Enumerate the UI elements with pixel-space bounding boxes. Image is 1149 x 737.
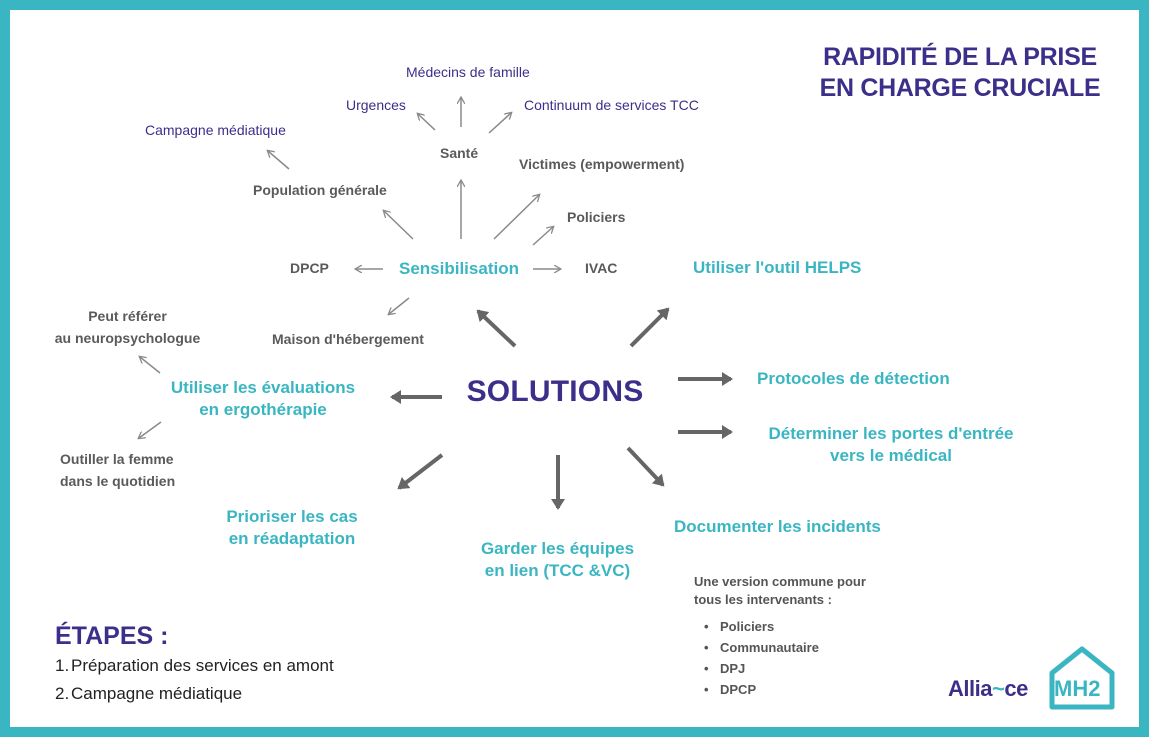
target-sante: Santé xyxy=(440,145,479,161)
arrow-to-documenter xyxy=(626,446,665,487)
arrow-to-victimes xyxy=(493,195,539,240)
arrow-to-sensibilisation xyxy=(476,309,517,348)
arrow-to-population xyxy=(384,211,414,240)
step-label: Préparation des services en amont xyxy=(71,656,334,675)
solution-garder-line2: en lien (TCC &VC) xyxy=(484,561,631,581)
solution-protocoles: Protocoles de détection xyxy=(757,369,950,388)
arrow-to-prioriser xyxy=(397,453,444,490)
solution-prioriser: Prioriser les cas en réadaptation xyxy=(212,507,372,550)
solution-documenter: Documenter les incidents xyxy=(674,517,881,536)
arrow-to-policiers xyxy=(532,227,553,246)
common-version-list: Policiers Communautaire DPJ DPCP xyxy=(704,616,819,700)
solution-portes-line1: Déterminer les portes d'entrée xyxy=(768,424,1014,443)
target-referer-line2: au neuropsychologue xyxy=(54,329,201,346)
target-referer: Peut référer au neuropsychologue xyxy=(45,306,210,349)
headline-line2: EN CHARGE CRUCIALE xyxy=(819,74,1101,103)
alliance-mh2-logo: Allia~ce MH2 xyxy=(948,643,1118,715)
target-medecins: Médecins de famille xyxy=(406,64,530,80)
target-victimes: Victimes (empowerment) xyxy=(519,156,685,172)
headline-line1: RAPIDITÉ DE LA PRISE xyxy=(823,43,1097,71)
solution-prioriser-line1: Prioriser les cas xyxy=(226,507,358,526)
logo-wordmark: Allia~ce xyxy=(948,676,1028,701)
solution-evaluations-line2: en ergothérapie xyxy=(199,400,327,420)
target-dpcp: DPCP xyxy=(290,260,329,276)
solution-garder: Garder les équipes en lien (TCC &VC) xyxy=(465,539,650,582)
target-campagne: Campagne médiatique xyxy=(145,122,286,138)
solution-garder-line1: Garder les équipes xyxy=(480,539,635,558)
list-item: DPCP xyxy=(704,679,819,700)
common-version-intro-line1: Une version commune pour xyxy=(694,574,866,589)
target-outiller-line2: dans le quotidien xyxy=(60,472,176,489)
target-outiller-line1: Outiller la femme xyxy=(60,451,174,467)
headline: RAPIDITÉ DE LA PRISE EN CHARGE CRUCIALE xyxy=(800,42,1120,105)
arrow-to-campagne xyxy=(268,151,290,170)
solution-portes: Déterminer les portes d'entrée vers le m… xyxy=(746,424,1036,467)
target-maison: Maison d'hébergement xyxy=(272,331,424,347)
arrow-to-helps xyxy=(629,307,670,348)
common-version-intro-line2: tous les intervenants : xyxy=(694,592,832,608)
solution-evaluations-line1: Utiliser les évaluations xyxy=(170,378,356,397)
etapes-title: ÉTAPES : xyxy=(55,622,169,650)
step-number: 1. xyxy=(55,656,70,675)
logo-mh2: MH2 xyxy=(1054,676,1101,701)
list-item: Policiers xyxy=(704,616,819,637)
list-item: Communautaire xyxy=(704,637,819,658)
etapes-list: 1.Préparation des services en amont 2.Ca… xyxy=(55,652,334,708)
target-ivac: IVAC xyxy=(585,260,618,276)
logo-n-glyph: ~ xyxy=(991,676,1005,701)
target-policiers: Policiers xyxy=(567,209,626,225)
common-version-intro: Une version commune pour tous les interv… xyxy=(694,573,866,609)
arrow-to-maison xyxy=(389,297,410,314)
arrow-to-urgences xyxy=(418,114,436,131)
arrow-to-referer xyxy=(140,357,161,374)
step-number: 2. xyxy=(55,684,70,703)
target-referer-line1: Peut référer xyxy=(88,308,167,324)
target-urgences: Urgences xyxy=(346,97,406,113)
step-label: Campagne médiatique xyxy=(71,684,243,703)
arrow-to-continuum xyxy=(488,113,511,134)
house-icon xyxy=(1049,646,1115,710)
list-item: 2.Campagne médiatique xyxy=(55,680,334,708)
solutions-center-label: SOLUTIONS xyxy=(466,375,644,408)
solution-sensibilisation: Sensibilisation xyxy=(399,259,519,278)
target-outiller: Outiller la femme dans le quotidien xyxy=(60,449,175,492)
list-item: 1.Préparation des services en amont xyxy=(55,652,334,680)
solution-prioriser-line2: en réadaptation xyxy=(228,529,356,549)
arrow-to-outiller xyxy=(139,421,162,438)
target-population: Population générale xyxy=(253,182,387,198)
solution-helps: Utiliser l'outil HELPS xyxy=(693,258,862,277)
solution-portes-line2: vers le médical xyxy=(830,446,952,466)
list-item: DPJ xyxy=(704,658,819,679)
target-continuum: Continuum de services TCC xyxy=(524,97,699,113)
solution-evaluations: Utiliser les évaluations en ergothérapie xyxy=(158,378,368,421)
